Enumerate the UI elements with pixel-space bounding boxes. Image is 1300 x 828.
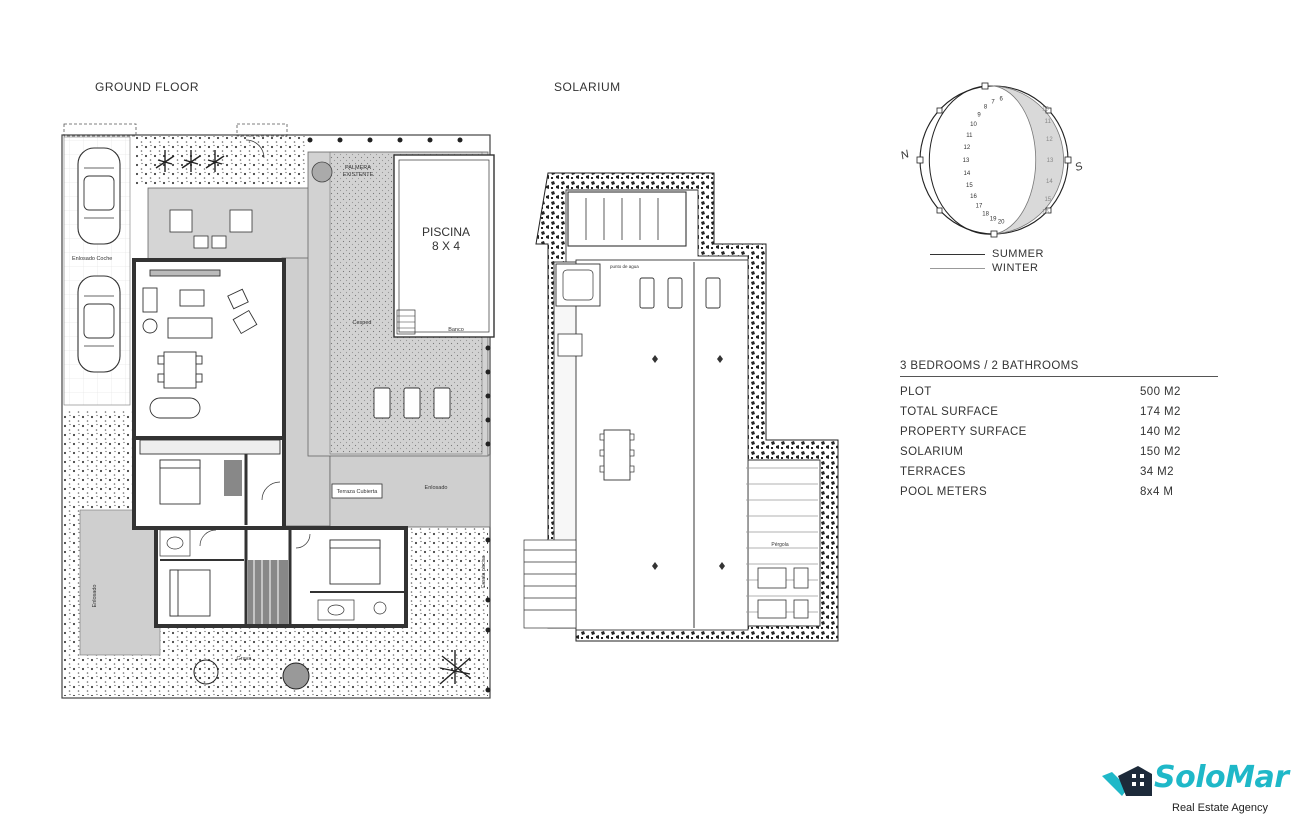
south-label: S — [1073, 160, 1085, 174]
sun-lounger-icon — [373, 387, 451, 419]
bed-icon — [169, 569, 211, 617]
stairs — [523, 539, 577, 629]
palm-icon — [311, 161, 333, 183]
hour-label: 7 — [991, 99, 995, 105]
hour-label: 9 — [977, 112, 981, 118]
hour-label: 19 — [990, 217, 997, 223]
hour-label: 14 — [964, 171, 971, 177]
enlosado-label: Enlosado — [425, 485, 448, 491]
side-paving — [79, 509, 161, 656]
hour-label: 12 — [964, 145, 971, 151]
hour-label: 10 — [1042, 106, 1049, 112]
spec-label: SOLARIUM — [900, 446, 964, 458]
table-icon — [603, 429, 631, 481]
spec-row: PROPERTY SURFACE 140 M2 — [900, 426, 1230, 442]
hour-label: 13 — [1047, 158, 1054, 164]
punto-agua-label: punto de agua — [610, 264, 639, 269]
terraza-cubierta-label: Terraza Cubierta — [337, 489, 379, 495]
winter-line — [930, 268, 985, 269]
hour-label: 17 — [976, 204, 983, 210]
north-label: N — [899, 148, 911, 162]
pool — [393, 154, 495, 338]
palmera-label: PALMERA — [345, 165, 371, 171]
spec-label: PLOT — [900, 386, 932, 398]
ground-floor-plan: Enlosado Coche PISCINA 8 X 4 Banco PALME… — [61, 123, 495, 699]
hedge — [307, 137, 491, 693]
hour-label: 6 — [1000, 97, 1004, 103]
spec-label: TOTAL SURFACE — [900, 406, 999, 418]
logo-brand: SoloMar — [1154, 760, 1289, 795]
specs-divider — [900, 376, 1218, 377]
pool-size-label: 8 X 4 — [432, 239, 460, 253]
spec-value: 500 M2 — [1140, 386, 1181, 398]
hour-label: 11 — [966, 133, 973, 139]
terrace-table-icon — [331, 483, 383, 499]
hour-label: 15 — [1044, 197, 1051, 203]
caseta-label: Caseta piscina — [481, 555, 487, 588]
hour-label: 15 — [966, 183, 973, 189]
palm-icon — [155, 150, 471, 685]
enlosado-coche-label: Enlosado Coche — [72, 256, 112, 262]
hour-label: 12 — [1046, 137, 1053, 143]
sofa-icon — [167, 317, 213, 339]
spec-label: POOL METERS — [900, 486, 988, 498]
spec-row: TOTAL SURFACE 174 M2 — [900, 406, 1230, 422]
car-icon — [77, 275, 121, 373]
bed-icon — [329, 539, 381, 585]
solarium-plan: punto de agua Pérgola — [523, 172, 839, 642]
spec-row: PLOT 500 M2 — [900, 386, 1230, 402]
grava-label: Grava — [237, 656, 253, 662]
spec-label: TERRACES — [900, 466, 966, 478]
solomar-logo: SoloMar Real Estate Agency — [1096, 758, 1296, 828]
wardrobe — [224, 460, 242, 496]
summer-line — [930, 254, 985, 255]
summer-sun-path — [928, 85, 995, 235]
shrub-icon — [193, 659, 310, 690]
cesped-label: Cesped — [353, 320, 372, 326]
hour-label: 13 — [963, 158, 970, 164]
banco-label: Banco — [448, 327, 464, 333]
hour-label: 18 — [982, 211, 989, 217]
enlosado-side-label: Enlosado — [92, 585, 98, 608]
bed-icon — [159, 459, 201, 505]
dining-table-icon — [163, 351, 197, 389]
pool-label: PISCINA — [422, 225, 470, 239]
car-icon — [77, 147, 121, 245]
winter-label: WINTER — [992, 262, 1039, 274]
hour-label: 16 — [1042, 210, 1049, 216]
spec-row: POOL METERS 8x4 M — [900, 486, 1230, 502]
hour-label: 8 — [984, 105, 988, 111]
solarium-heading: SOLARIUM — [554, 80, 621, 94]
spec-value: 140 M2 — [1140, 426, 1181, 438]
spec-label: PROPERTY SURFACE — [900, 426, 1027, 438]
spec-value: 8x4 M — [1140, 486, 1174, 498]
existente-label: EXISTENTE — [343, 172, 374, 178]
spec-row: SOLARIUM 150 M2 — [900, 446, 1230, 462]
spec-row: TERRACES 34 M2 — [900, 466, 1230, 482]
pergola-label: Pérgola — [771, 542, 788, 548]
specs-title: 3 BEDROOMS / 2 BATHROOMS — [900, 360, 1079, 372]
hour-label: 10 — [970, 122, 977, 128]
spec-value: 150 M2 — [1140, 446, 1181, 458]
spec-value: 174 M2 — [1140, 406, 1181, 418]
spec-value: 34 M2 — [1140, 466, 1174, 478]
hour-label: 20 — [998, 220, 1005, 226]
shower-icon — [557, 333, 583, 357]
summer-label: SUMMER — [992, 248, 1044, 260]
skylight — [567, 191, 687, 247]
hour-label: 16 — [970, 194, 977, 200]
ground-floor-heading: GROUND FLOOR — [95, 80, 200, 94]
logo-tagline: Real Estate Agency — [1172, 802, 1269, 814]
coffee-table-icon — [179, 289, 205, 307]
house-logo-icon — [1102, 766, 1152, 796]
hour-label: 11 — [1045, 119, 1052, 125]
hour-label: 14 — [1046, 179, 1053, 185]
sun-lounger-icon — [639, 277, 721, 309]
